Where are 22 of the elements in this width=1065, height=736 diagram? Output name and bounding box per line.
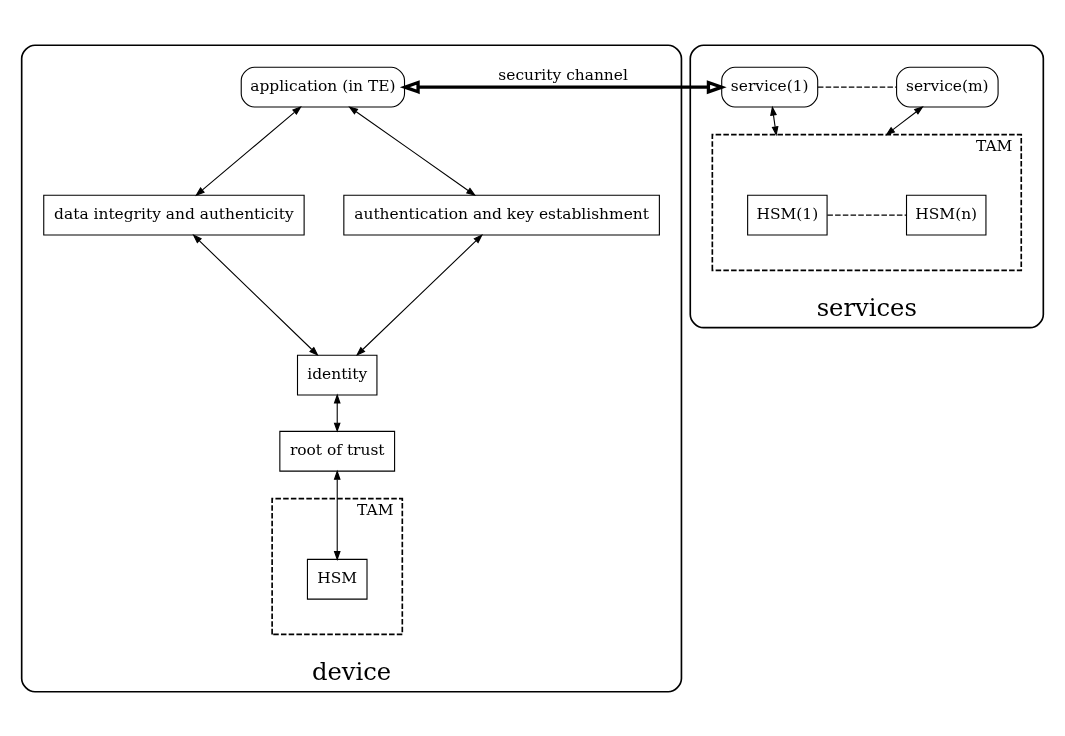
arrow <box>399 79 727 94</box>
node-box: data integrity and authenticity <box>43 194 305 236</box>
arrow <box>195 105 302 196</box>
node-box: application (in TE) <box>240 66 406 108</box>
arrow <box>355 233 483 356</box>
arrow <box>333 393 341 433</box>
node-box: authentication and key establishment <box>343 194 660 236</box>
arrow <box>770 105 779 136</box>
node-box: service(m) <box>896 66 999 108</box>
connector <box>826 214 907 216</box>
node-box: service(1) <box>721 66 819 108</box>
node-box: HSM(1) <box>747 194 828 236</box>
arrow <box>192 233 319 356</box>
node-box: HSM <box>306 558 368 600</box>
edge-label: security channel <box>498 65 628 84</box>
node-box: HSM(n) <box>905 194 987 236</box>
node-box: root of trust <box>279 430 396 472</box>
arrow <box>348 105 477 196</box>
node-box: identity <box>296 354 378 396</box>
arrow <box>885 105 924 136</box>
arrow <box>333 469 341 561</box>
connector <box>817 86 897 88</box>
